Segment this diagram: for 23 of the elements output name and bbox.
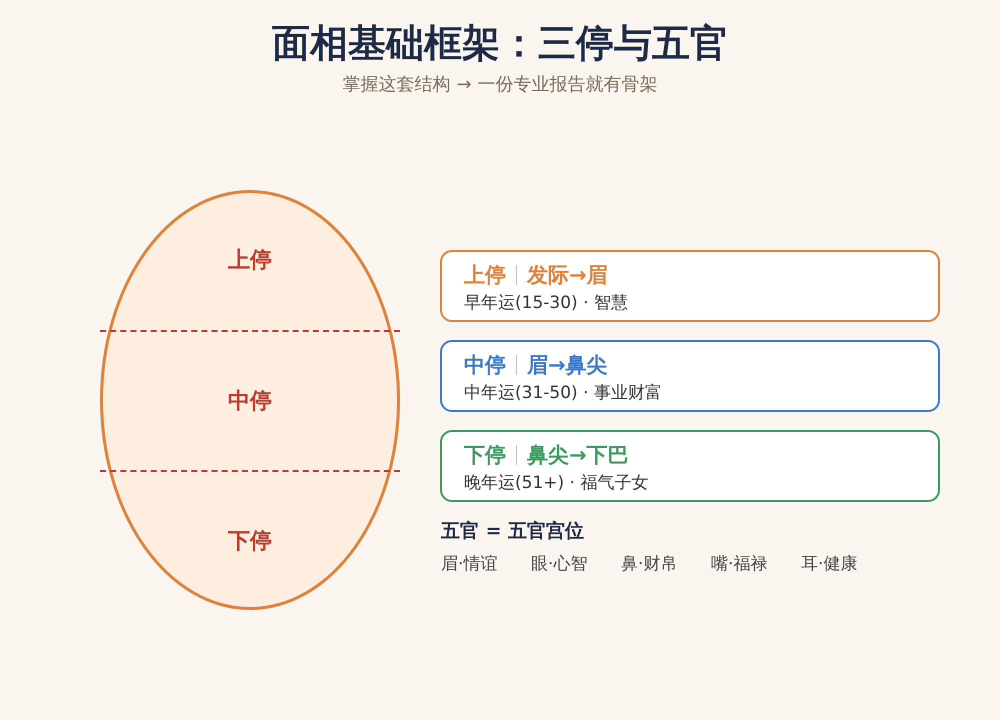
card-description: 晚年运(51+) · 福气子女 [464,472,650,495]
card-description: 中年运(31-50) · 事业财富 [464,382,663,405]
card-description: 早年运(15-30) · 智慧 [464,292,629,315]
subtitle: 掌握这套结构 → 一份专业报告就有骨架 [342,73,658,96]
zone-label: 中停 [228,388,272,416]
feature-label: 耳·健康 [801,553,858,575]
card-heading: 下停 [464,442,506,469]
title: 面相基础框架：三停与五官 [271,20,729,67]
feature-label: 嘴·福禄 [711,553,768,575]
feature-label: 眉·情谊 [441,553,498,575]
section-heading: 五官 = 五官宫位 [441,519,584,544]
info-card [440,250,940,322]
info-card [440,340,940,412]
card-heading: 发际→眉 [527,262,608,289]
zone-label: 上停 [228,247,272,275]
card-heading: 眉→鼻尖 [527,352,608,379]
feature-label: 鼻·财帛 [621,553,678,575]
card-heading: 中停 [464,352,506,379]
info-card [440,430,940,502]
feature-label: 眼·心智 [531,553,588,575]
card-heading: 上停 [464,262,506,289]
zone-label: 下停 [228,528,272,556]
card-heading: 鼻尖→下巴 [527,442,629,469]
